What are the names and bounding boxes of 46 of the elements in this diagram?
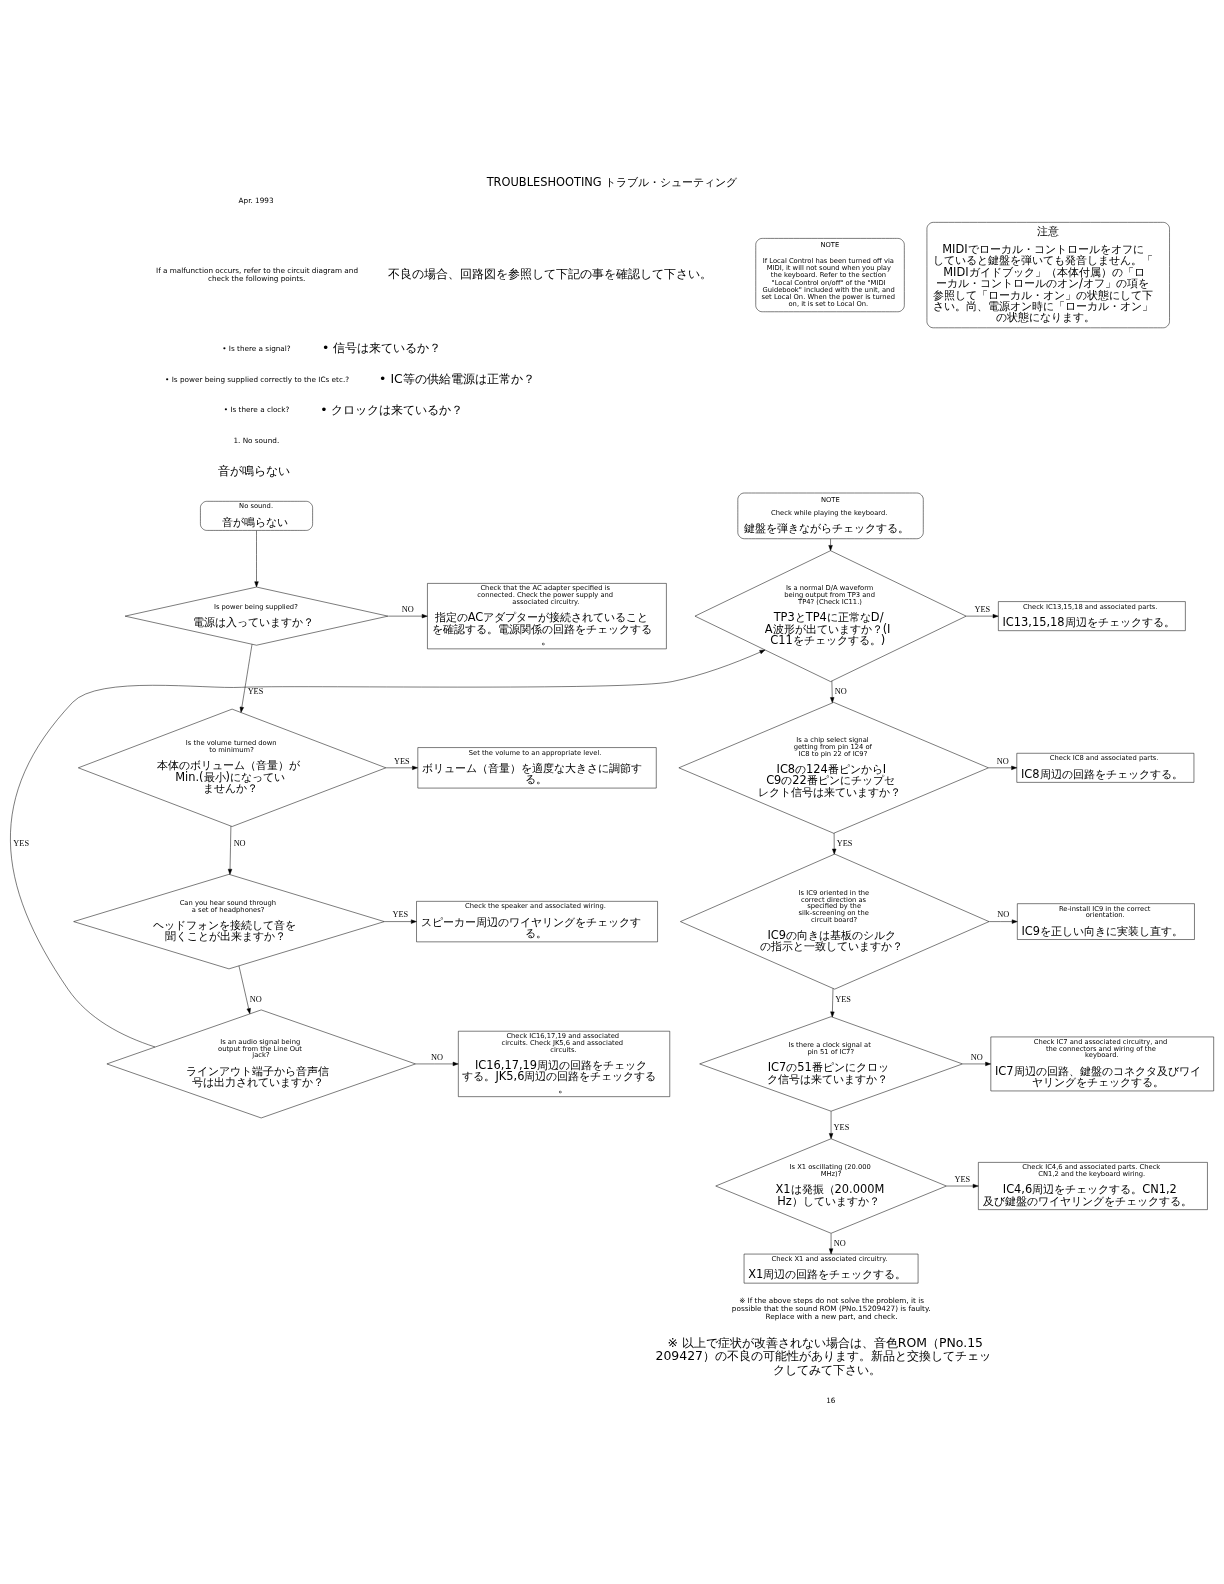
arrow: [254, 529, 259, 587]
edge-label: YES: [835, 993, 851, 1003]
label: ※ 以上で症状が改善されない場合は、音色ROM（PNo.15209427）の不良の可能性があります。新品と交換してチェックしてみて下さい。: [655, 1334, 992, 1377]
arrow: [830, 680, 835, 703]
edge-label: YES: [954, 1174, 971, 1184]
edge-label: YES: [392, 909, 409, 919]
edge-label: YES: [836, 838, 853, 848]
arrow: [965, 613, 999, 618]
arrow: [828, 538, 833, 551]
label: • IC等の供給電源は正常か？: [379, 370, 535, 386]
arrow: [415, 1061, 459, 1066]
edge-label: YES: [247, 686, 264, 696]
edge-label: NO: [430, 1052, 443, 1062]
arrow: [832, 832, 837, 854]
arrow: [227, 825, 233, 875]
edge-label: NO: [996, 756, 1009, 766]
arrow: [988, 765, 1018, 770]
arrow: [829, 1110, 834, 1139]
arrow: [988, 919, 1018, 924]
arrow: [829, 1232, 834, 1254]
arrow: [387, 613, 428, 618]
edge-label: NO: [233, 838, 246, 848]
edge-label: NO: [970, 1052, 983, 1062]
edge-label: NO: [249, 993, 262, 1003]
arrow: [238, 965, 251, 1014]
label: • 信号は来ているか？: [321, 339, 442, 355]
label: 不良の場合、回路図を参照して下記の事を確認して下さい。: [387, 265, 712, 281]
edge-label: YES: [833, 1122, 850, 1132]
diagram-title: TROUBLESHOOTING トラブル・シューティング: [486, 174, 738, 189]
edge-label: YES: [13, 838, 30, 848]
arrow: [239, 643, 253, 713]
edge-label: YES: [394, 756, 410, 766]
edge-label: NO: [833, 1238, 846, 1248]
edge-label: YES: [974, 604, 991, 614]
arrow: [385, 765, 418, 770]
edge-label: NO: [997, 909, 1010, 919]
arrow: [962, 1061, 991, 1066]
edge-label: NO: [834, 686, 847, 696]
label: • クロックは来ているか？: [320, 401, 464, 417]
arrow: [10, 649, 766, 1047]
edge-label: NO: [401, 604, 414, 614]
label: 音が鳴らない: [218, 462, 291, 478]
arrow: [384, 919, 417, 924]
arrow: [830, 987, 835, 1017]
arrow: [946, 1183, 979, 1188]
node-box: 注意 MIDIでローカル・コントロールをオフにしていると鍵盤を弾いても発音しません。「MIDIガイドブック」（本体付属）の「ローカル・コントロールのオン/オフ」の項を参照して「ローカル・オン」の状態にして下さい。尚、電源オン時に「ローカル・オン」の状態になります。: [926, 221, 1170, 328]
